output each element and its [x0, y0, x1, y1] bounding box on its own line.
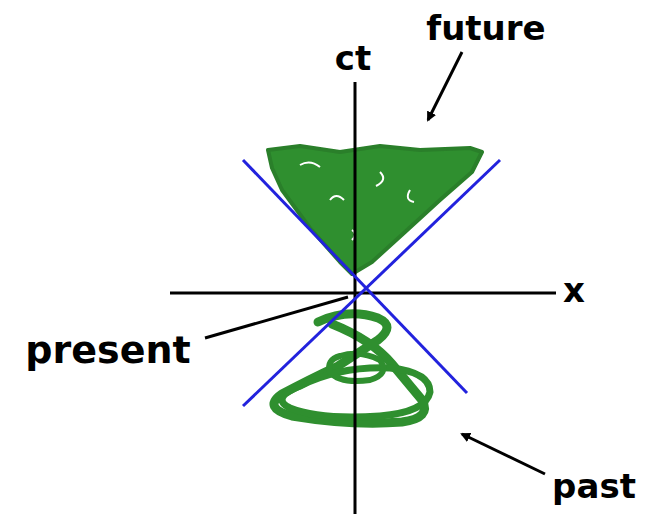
axes	[170, 82, 556, 514]
region-label: present	[25, 331, 190, 369]
light-cone-lines	[243, 160, 500, 406]
region-label: future	[426, 11, 545, 45]
axis-label: ct	[335, 41, 371, 75]
region-label: past	[552, 469, 636, 503]
axis-label: x	[563, 273, 585, 307]
leader-lines	[205, 52, 545, 474]
